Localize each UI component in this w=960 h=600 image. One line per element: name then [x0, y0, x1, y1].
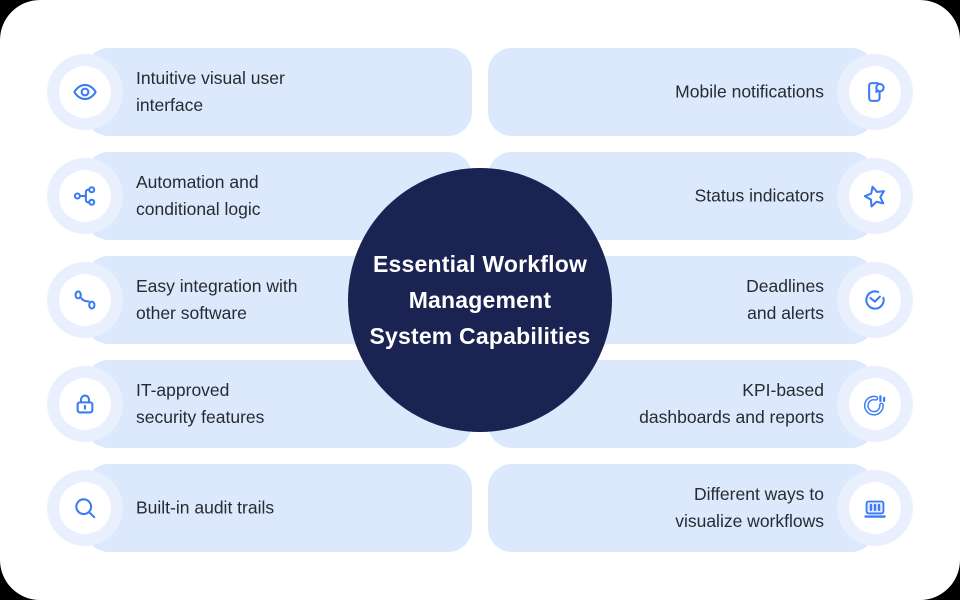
capability-label: Easy integration with other software — [136, 276, 298, 323]
integration-icon — [74, 290, 96, 310]
capability-label: Different ways to visualize workflows — [675, 484, 824, 531]
capability-label: Built-in audit trails — [136, 497, 275, 518]
workflow-board-icon — [864, 500, 886, 518]
icon-circle — [59, 378, 111, 430]
star-icon — [863, 185, 885, 208]
eye-icon — [73, 83, 97, 101]
icon-circle — [849, 170, 901, 222]
card-visualize-workflows: Different ways to visualize workflows — [488, 464, 913, 552]
icon-circle — [849, 482, 901, 534]
icon-circle — [849, 66, 901, 118]
share-nodes-icon — [73, 186, 96, 206]
capability-label: IT-approved security features — [136, 380, 265, 427]
lock-icon — [76, 394, 94, 414]
magnifier-icon — [75, 498, 96, 519]
capability-label: Status indicators — [694, 185, 824, 206]
center-circle: Essential Workflow Management System Cap… — [348, 168, 612, 432]
icon-circle — [849, 378, 901, 430]
capability-label: Mobile notifications — [675, 81, 824, 102]
icon-circle — [59, 482, 111, 534]
capability-label: Deadlines and alerts — [746, 276, 824, 323]
mobile-notification-icon — [868, 82, 885, 102]
kpi-gauge-icon — [863, 395, 886, 416]
capability-label: Automation and conditional logic — [136, 172, 261, 219]
clock-check-icon — [865, 290, 885, 310]
icon-circle — [59, 274, 111, 326]
card-mobile-notifications: Mobile notifications — [488, 48, 913, 136]
card-audit-trails: Built-in audit trails — [47, 464, 472, 552]
icon-circle — [59, 66, 111, 118]
diagram-title: Essential Workflow Management System Cap… — [369, 251, 591, 349]
icon-circle — [849, 274, 901, 326]
capability-label: Intuitive visual user interface — [136, 68, 285, 115]
card-intuitive-ui: Intuitive visual user interface — [47, 48, 472, 136]
icon-circle — [59, 170, 111, 222]
capability-label: KPI-based dashboards and reports — [639, 380, 824, 427]
